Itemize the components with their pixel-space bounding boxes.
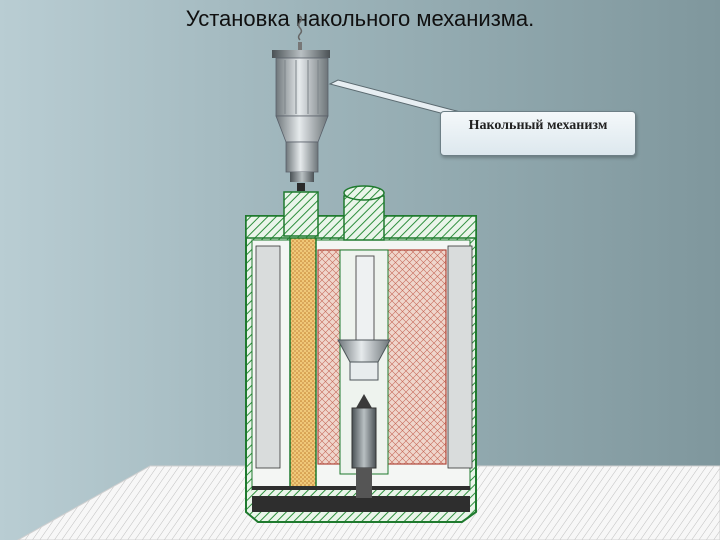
striker-mechanism-icon <box>272 15 330 191</box>
callout-label: Накольный механизм <box>440 111 636 156</box>
fuse-icon <box>337 255 391 498</box>
mine-housing-icon <box>245 185 477 523</box>
slide-title: Установка накольного механизма. <box>185 6 535 31</box>
